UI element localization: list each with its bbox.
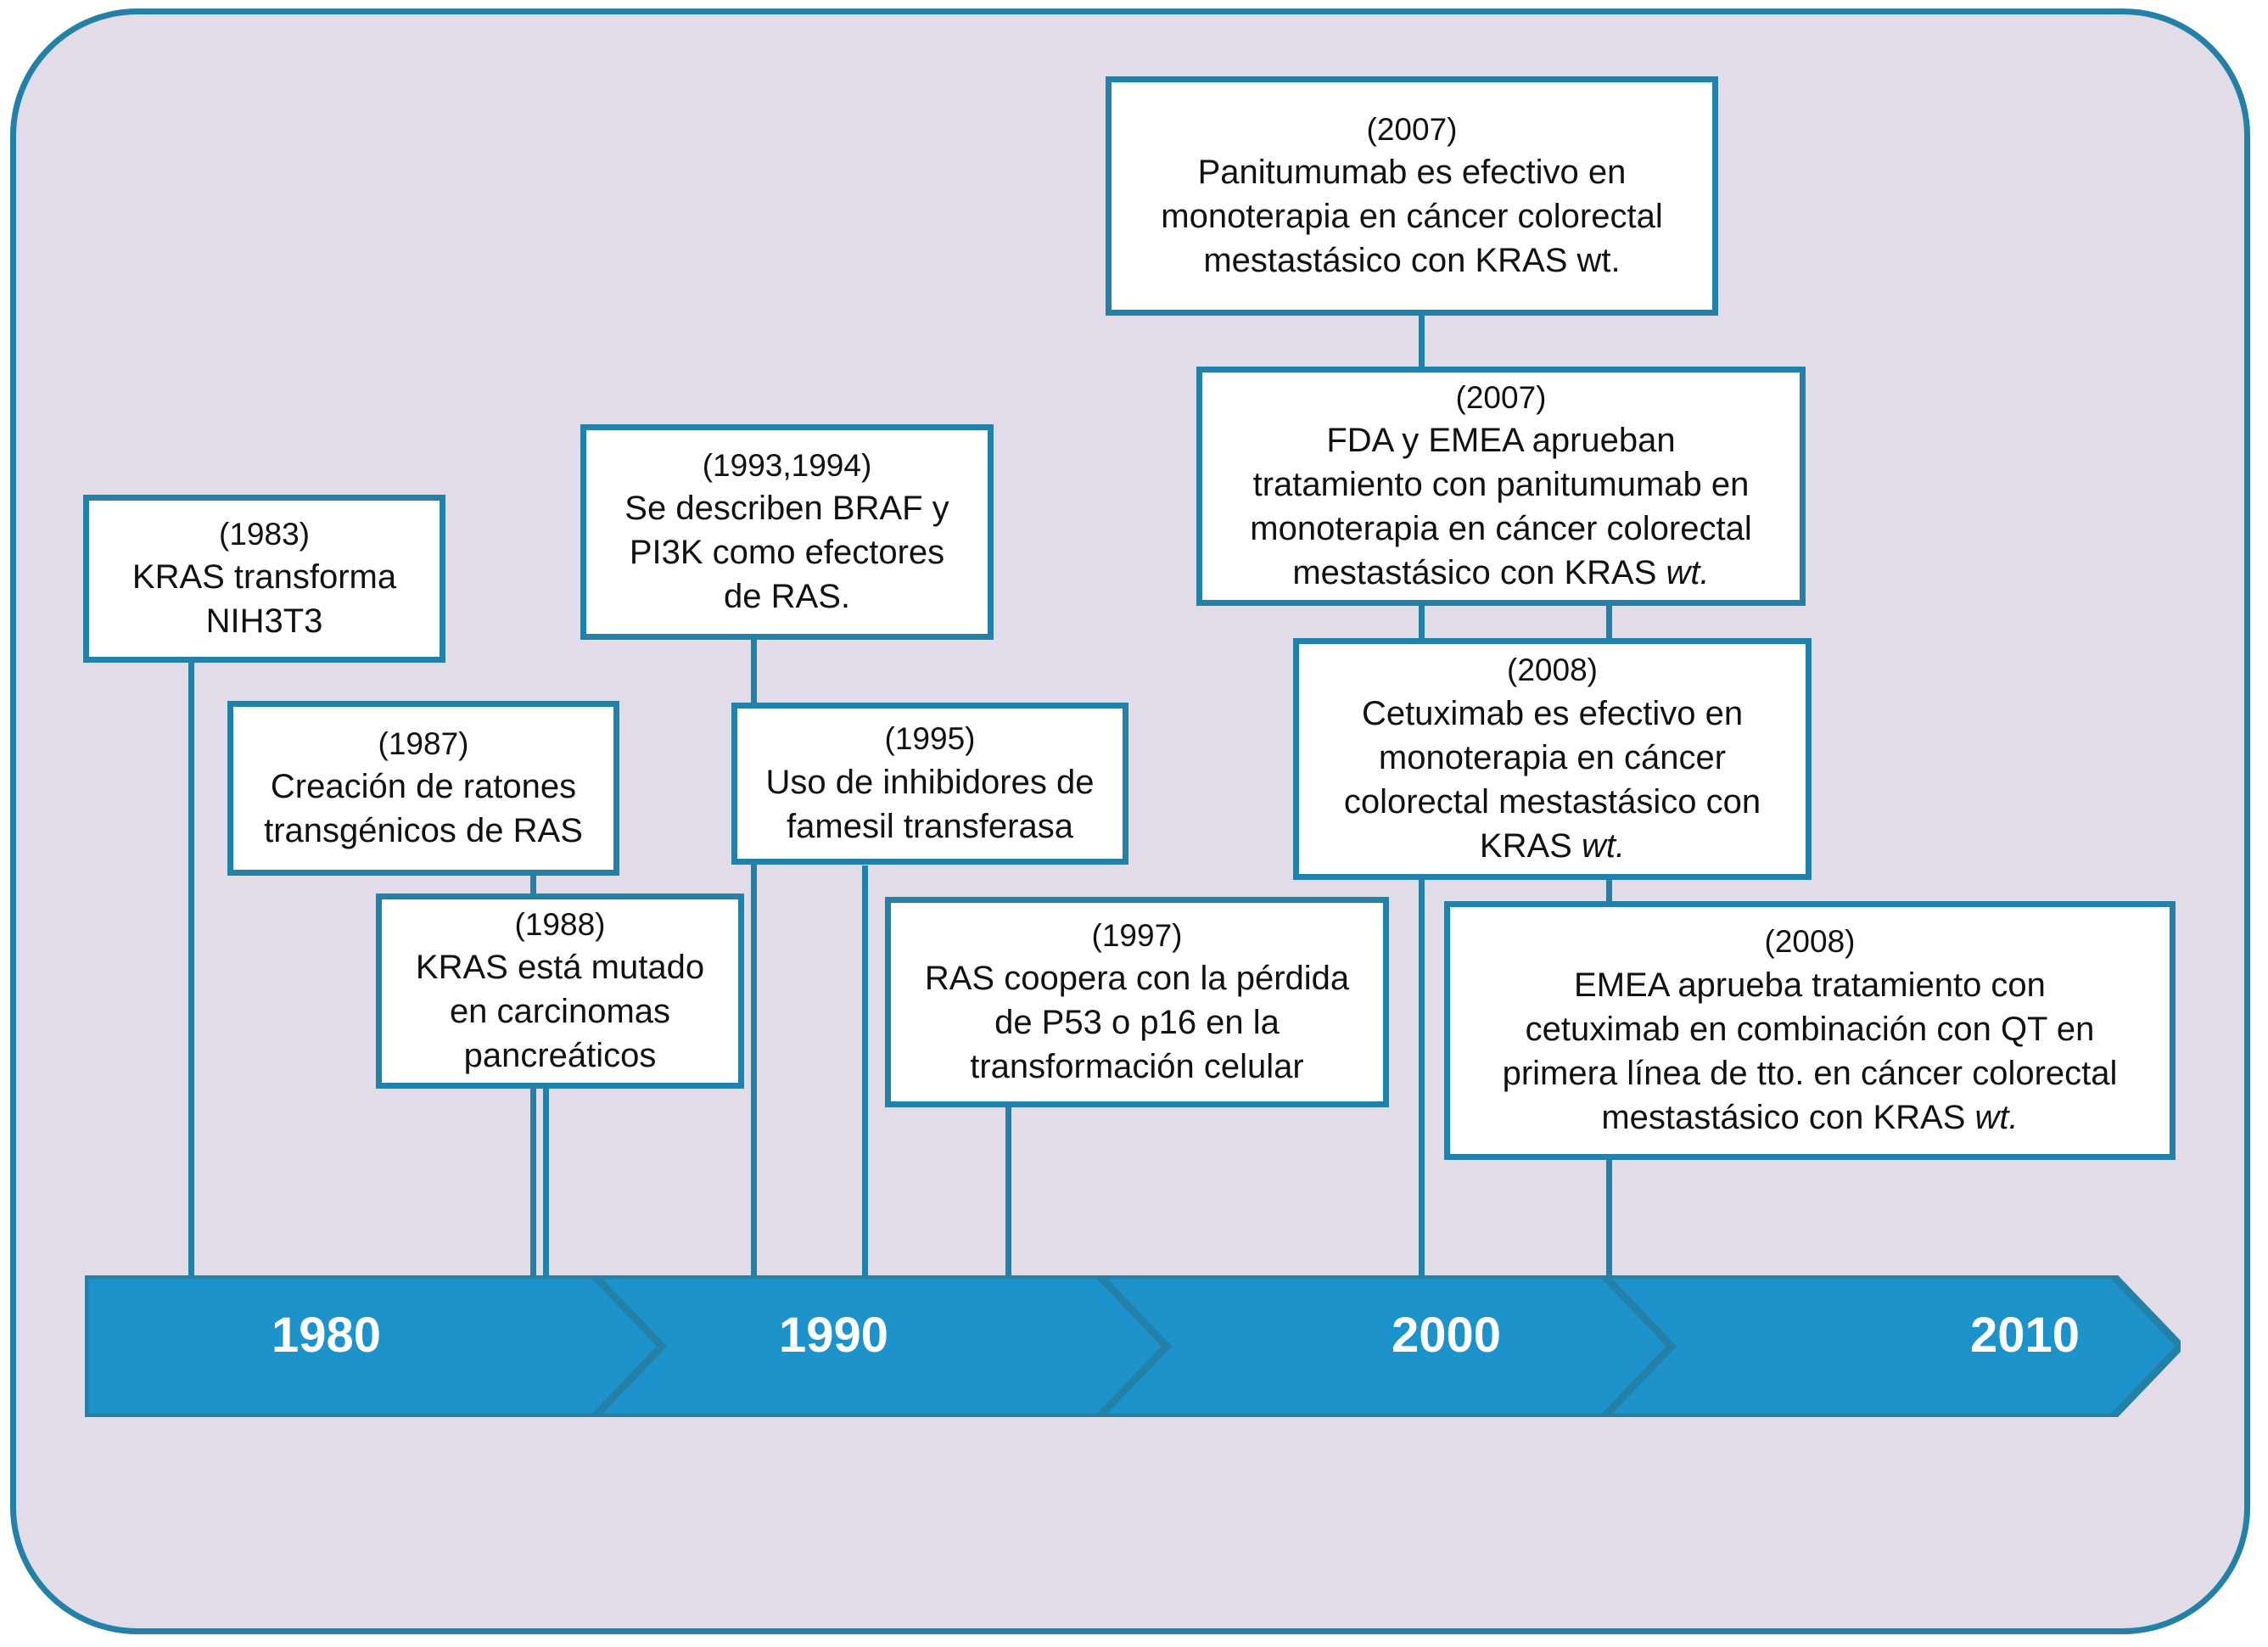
event-year: (2007) — [1366, 111, 1458, 147]
event-year: (2008) — [1507, 653, 1598, 688]
event-line: Cetuximab es efectivo en — [1361, 694, 1744, 732]
event-year: (2008) — [1764, 924, 1856, 960]
event-line: Panitumumab es efectivo en — [1197, 154, 1627, 192]
event-year: (1988) — [514, 906, 606, 942]
event-year: (1987) — [378, 725, 469, 761]
event-line: monoterapia en cáncer colorectal — [1250, 510, 1752, 548]
event-line: Creación de ratones — [270, 768, 577, 806]
event-line: en carcinomas — [449, 993, 671, 1031]
connector-1995 — [862, 866, 868, 1281]
event-box-1987[interactable]: (1987) Creación de ratones transgénicos … — [227, 701, 619, 876]
connector-1993 — [751, 636, 757, 1281]
event-italic-tail: wt. — [1974, 1098, 2019, 1136]
event-line-italic-tail: mestastásico con KRAS wt. — [1601, 1095, 2018, 1140]
event-line: cetuximab en combinación con QT en — [1525, 1010, 2095, 1048]
event-year: (1983) — [219, 516, 310, 552]
timeline-chevron-2 — [1095, 1275, 1173, 1417]
event-line: pancreáticos — [463, 1037, 657, 1075]
event-line: de P53 o p16 en la — [994, 1004, 1280, 1042]
event-line-text: KRAS — [1479, 826, 1582, 865]
event-line: monoterapia en cáncer colorectal — [1161, 198, 1663, 236]
event-line: RAS coopera con la pérdida — [924, 960, 1350, 998]
connector-1988 — [543, 1088, 549, 1281]
event-year: (1997) — [1091, 917, 1183, 953]
timeline-arrow-bar — [85, 1275, 2181, 1417]
event-box-1993-1994[interactable]: (1993,1994) Se describen BRAF y PI3K com… — [580, 424, 994, 640]
event-year: (2007) — [1455, 379, 1547, 415]
timeline-year-2010: 2010 — [1970, 1308, 2080, 1363]
event-line: mestastásico con KRAS wt. — [1203, 242, 1621, 280]
event-line: transgénicos de RAS — [264, 812, 583, 850]
event-line-italic-tail: mestastásico con KRAS wt. — [1292, 551, 1709, 595]
event-line: Uso de inhibidores de — [765, 763, 1095, 801]
event-box-1997[interactable]: (1997) RAS coopera con la pérdida de P53… — [885, 897, 1389, 1107]
event-line: NIH3T3 — [205, 602, 323, 641]
event-box-1995[interactable]: (1995) Uso de inhibidores de famesil tra… — [731, 703, 1128, 865]
connector-1997 — [1005, 1107, 1011, 1281]
event-line-italic-tail: KRAS wt. — [1480, 824, 1625, 868]
event-italic-tail: wt. — [1581, 826, 1626, 865]
timeline-svg — [85, 1275, 2181, 1417]
event-line: colorectal mestastásico con — [1343, 782, 1761, 821]
connector-2007b — [1419, 594, 1425, 1281]
event-box-2007-fda-emea[interactable]: (2007) FDA y EMEA aprueban tratamiento c… — [1196, 367, 1806, 606]
event-line: famesil transferasa — [787, 807, 1073, 845]
event-line: EMEA aprueba tratamiento con — [1574, 966, 2046, 1004]
event-box-2008-cetuximab[interactable]: (2008) Cetuximab es efectivo en monotera… — [1293, 638, 1812, 880]
event-line-text: mestastásico con KRAS — [1601, 1098, 1975, 1136]
event-line: transformación celular — [970, 1048, 1304, 1086]
event-line: FDA y EMEA aprueban — [1326, 422, 1676, 460]
timeline-arrow-shape — [85, 1275, 2181, 1417]
event-italic-tail: wt. — [1666, 554, 1710, 592]
event-box-1988[interactable]: (1988) KRAS está mutado en carcinomas pa… — [376, 894, 744, 1089]
event-line: PI3K como efectores — [629, 534, 945, 572]
timeline-chevron-3 — [1600, 1275, 1677, 1417]
timeline-year-1990: 1990 — [779, 1308, 889, 1363]
event-line: tratamiento con panitumumab en — [1252, 466, 1750, 504]
event-line: de RAS. — [724, 578, 850, 616]
event-line: KRAS está mutado — [415, 949, 705, 987]
event-line: Se describen BRAF y — [624, 490, 949, 528]
event-year: (1993,1994) — [702, 447, 872, 483]
event-line: monoterapia en cáncer — [1378, 738, 1727, 776]
event-line: KRAS transforma — [132, 558, 397, 597]
timeline-year-1980: 1980 — [272, 1308, 382, 1363]
event-line: primera línea de tto. en cáncer colorect… — [1502, 1054, 2118, 1092]
event-box-1983[interactable]: (1983) KRAS transforma NIH3T3 — [83, 495, 445, 663]
timeline-chevron-1 — [591, 1275, 668, 1417]
event-year: (1995) — [884, 721, 976, 757]
event-line-text: mestastásico con KRAS — [1292, 554, 1666, 592]
timeline-year-2000: 2000 — [1392, 1308, 1502, 1363]
event-box-2007-panitumumab[interactable]: (2007) Panitumumab es efectivo en monote… — [1106, 76, 1718, 316]
event-box-2008-emea[interactable]: (2008) EMEA aprueba tratamiento con cetu… — [1444, 901, 2176, 1160]
connector-1983 — [188, 662, 194, 1281]
